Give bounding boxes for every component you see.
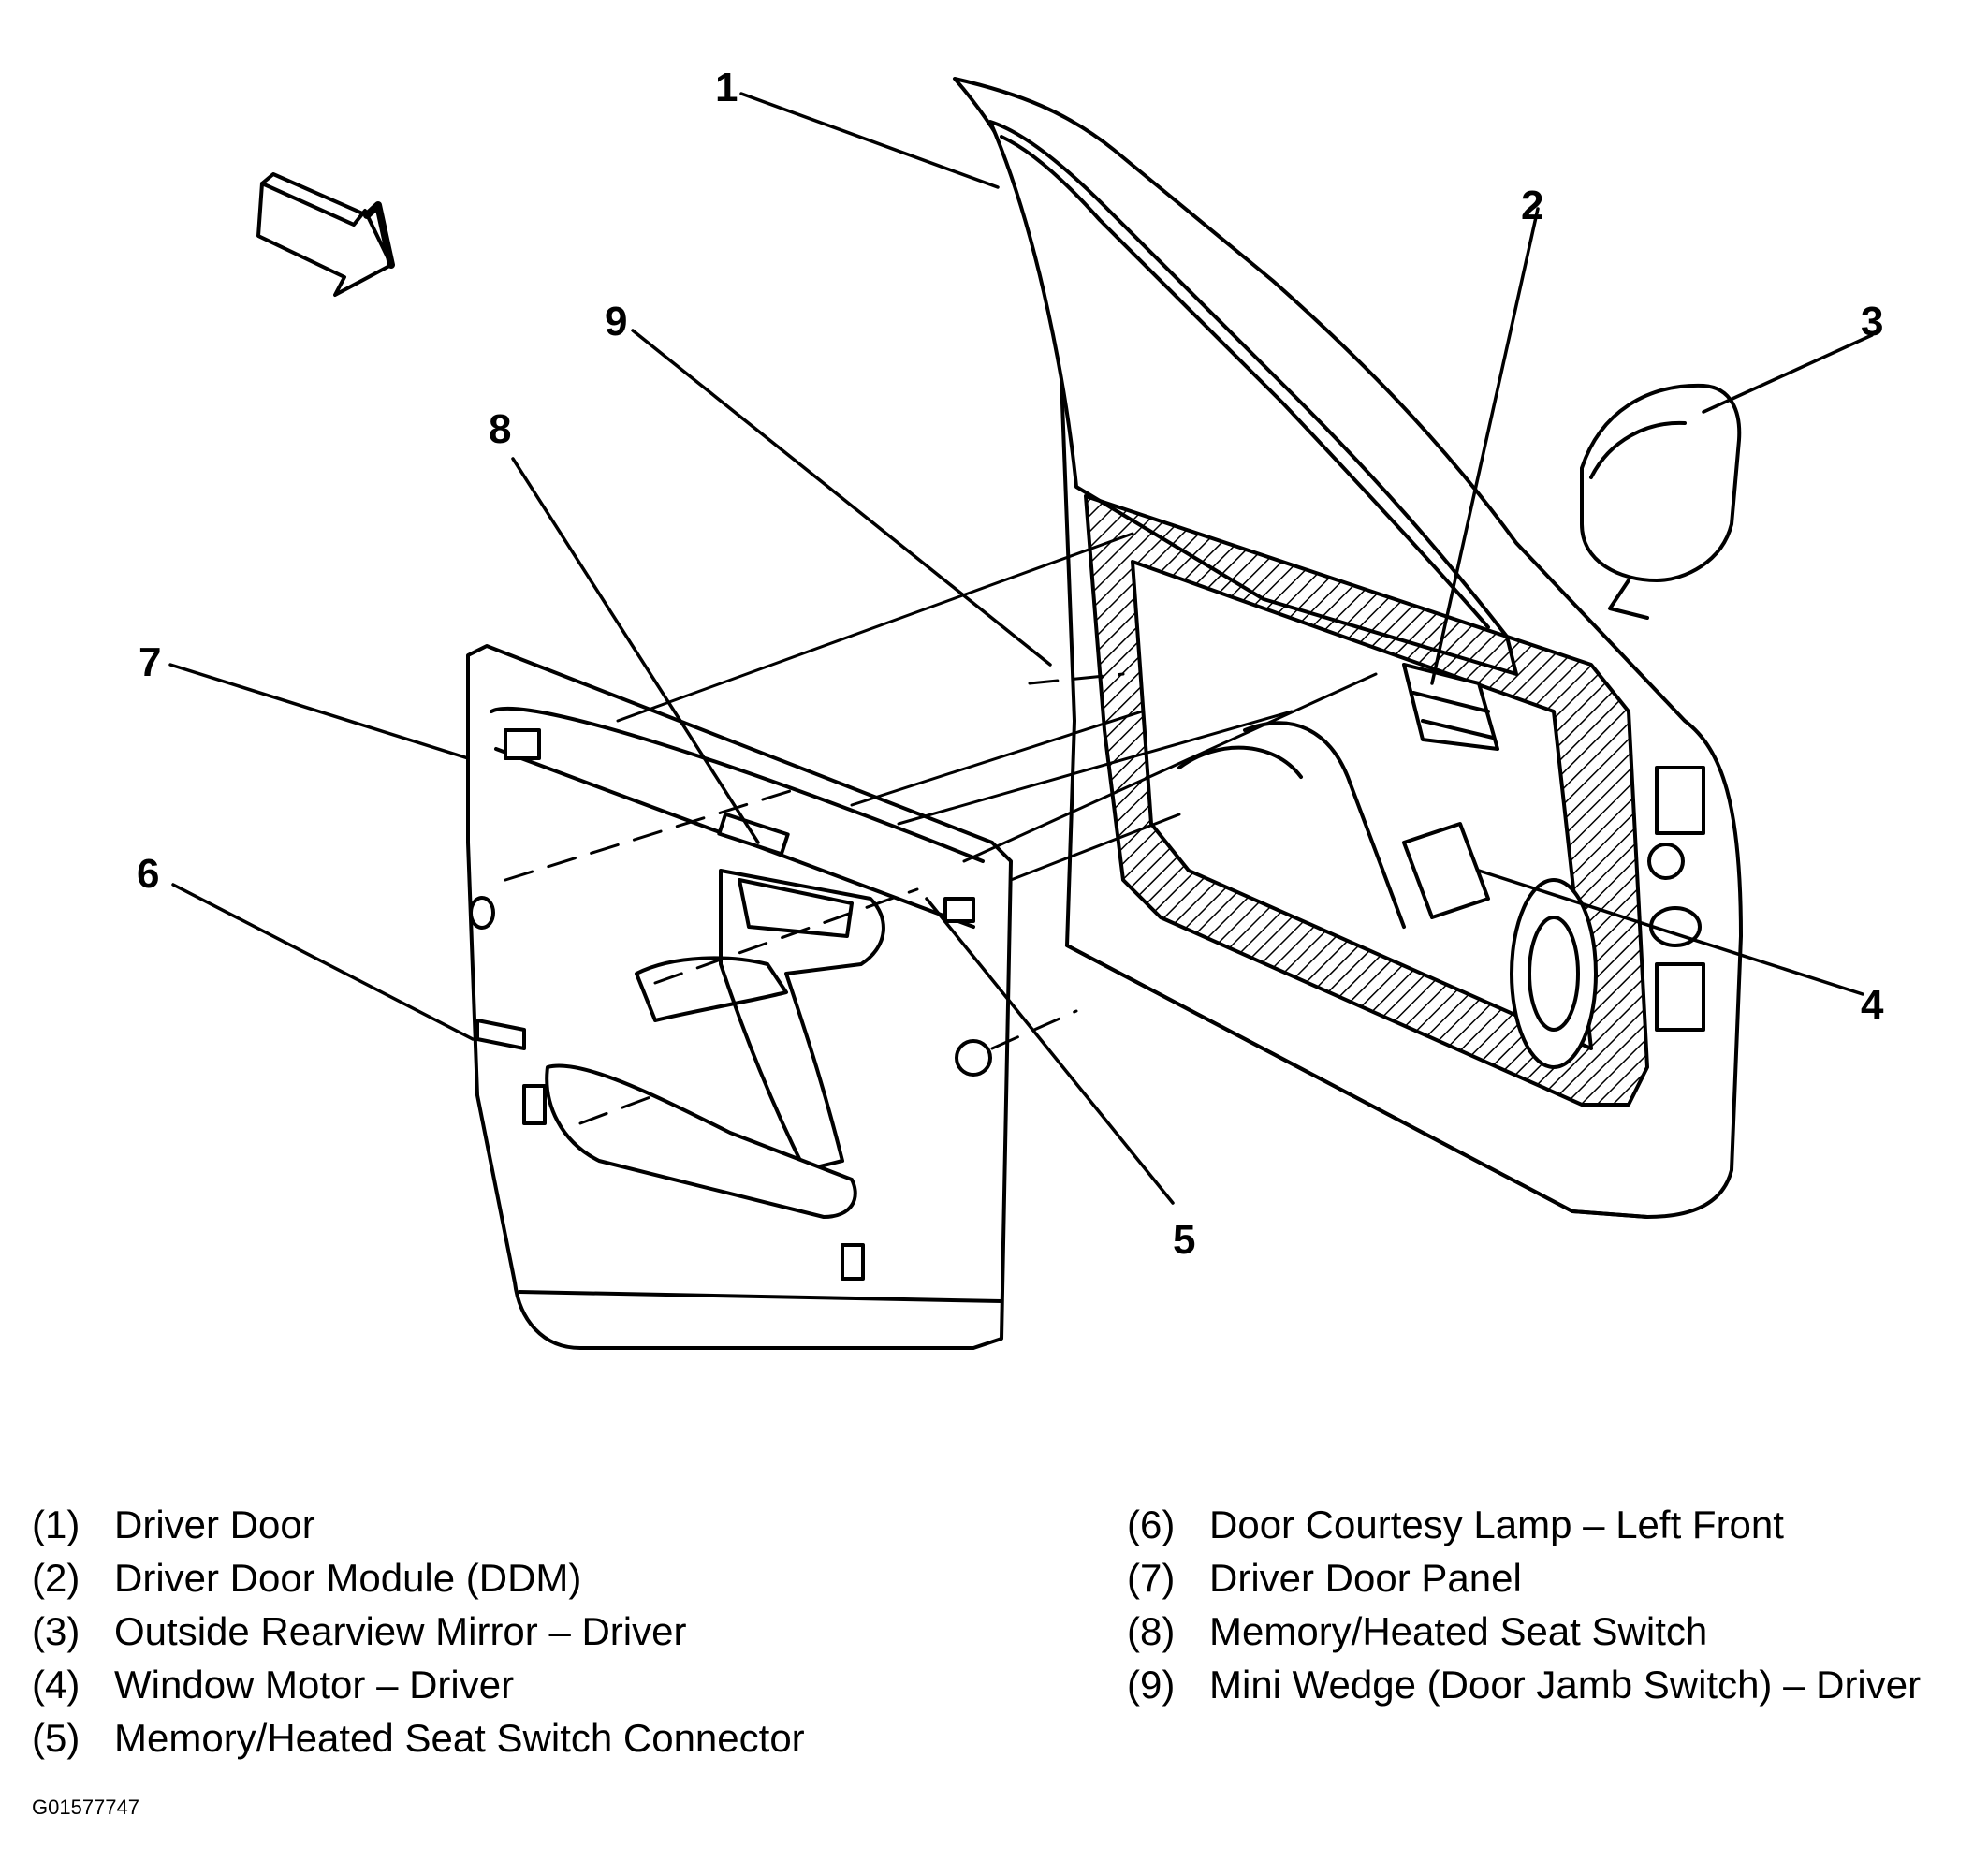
legend-number: (4): [32, 1663, 80, 1707]
legend-text: Driver Door: [114, 1502, 315, 1546]
direction-arrow-icon: [256, 172, 395, 297]
legend-number: (9): [1127, 1663, 1176, 1707]
legend-text: Door Courtesy Lamp – Left Front: [1209, 1502, 1784, 1546]
callout-8: 8: [489, 406, 512, 452]
legend-item: (9) Mini Wedge (Door Jamb Switch) – Drive…: [1127, 1658, 1921, 1711]
legend-item: (8) Memory/Heated Seat Switch: [1127, 1605, 1921, 1658]
callout-7: 7: [139, 639, 162, 685]
legend-number: (6): [1127, 1502, 1176, 1546]
legend-item: (3) Outside Rearview Mirror – Driver: [32, 1605, 805, 1658]
driver-door-panel: [466, 644, 1013, 1350]
callout-3: 3: [1861, 299, 1884, 344]
driver-door-shell: [953, 77, 1743, 1219]
legend-item: (4) Window Motor – Driver: [32, 1658, 805, 1711]
projection-lines: [504, 532, 1378, 1125]
legend-number: (1): [32, 1502, 80, 1546]
legend-item: (5) Memory/Heated Seat Switch Connector: [32, 1711, 805, 1765]
legend-text: Outside Rearview Mirror – Driver: [114, 1609, 687, 1653]
callout-leaders: [168, 92, 1874, 1205]
legend-text: Window Motor – Driver: [114, 1663, 515, 1707]
callout-5: 5: [1173, 1217, 1196, 1263]
door-exploded-diagram: [168, 77, 1874, 1350]
legend-number: (5): [32, 1716, 80, 1760]
legend-number: (7): [1127, 1556, 1176, 1600]
callout-6: 6: [137, 851, 160, 897]
legend-text: Driver Door Module (DDM): [114, 1556, 582, 1600]
legend-text: Mini Wedge (Door Jamb Switch) – Driver: [1209, 1663, 1922, 1707]
legend-item: (7) Driver Door Panel: [1127, 1551, 1921, 1605]
callout-1: 1: [715, 65, 738, 110]
legend-text: Memory/Heated Seat Switch Connector: [114, 1716, 805, 1760]
legend-text: Memory/Heated Seat Switch: [1209, 1609, 1708, 1653]
legend-right: (6) Door Courtesy Lamp – Left Front (7) Dr…: [1127, 1498, 1921, 1711]
callout-4: 4: [1861, 982, 1884, 1028]
legend-number: (2): [32, 1556, 80, 1600]
legend-item: (2) Driver Door Module (DDM): [32, 1551, 805, 1605]
figure-id: G01577747: [32, 1795, 139, 1819]
callout-2: 2: [1521, 183, 1544, 228]
legend-number: (8): [1127, 1609, 1176, 1653]
legend-item: (1) Driver Door: [32, 1498, 805, 1551]
callout-9: 9: [605, 299, 628, 344]
legend-number: (3): [32, 1609, 80, 1653]
outside-mirror: [1580, 383, 1742, 620]
legend-item: (6) Door Courtesy Lamp – Left Front: [1127, 1498, 1921, 1551]
legend-text: Driver Door Panel: [1209, 1556, 1522, 1600]
legend-left: (1) Driver Door (2) Driver Door Module (DD…: [32, 1498, 805, 1765]
